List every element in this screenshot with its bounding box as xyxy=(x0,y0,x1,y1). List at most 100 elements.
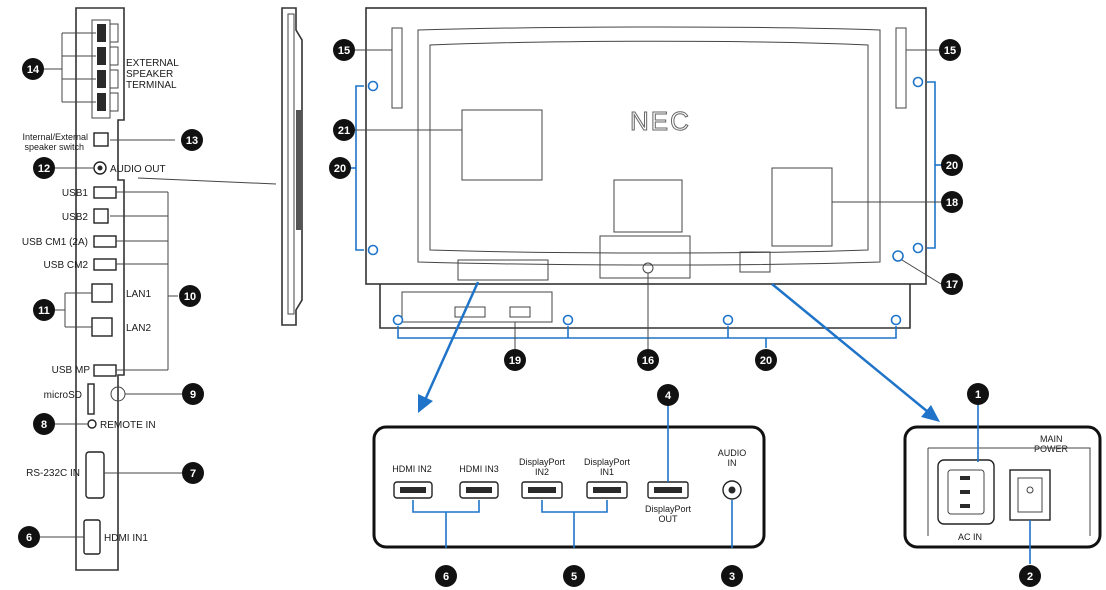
svg-text:3: 3 xyxy=(729,571,735,583)
svg-text:14: 14 xyxy=(27,64,40,76)
rs232c-label: RS-232C IN xyxy=(26,468,80,479)
speaker-terminal-label-1: EXTERNAL xyxy=(126,58,179,69)
brand-logo: NEC xyxy=(630,106,691,136)
callout-8: 8 xyxy=(33,413,55,435)
lan2-label: LAN2 xyxy=(126,323,151,334)
svg-text:6: 6 xyxy=(26,532,32,544)
audio-in-label-2: IN xyxy=(728,458,737,468)
callout-6-bottom: 6 xyxy=(435,565,457,587)
callout-20-right: 20 xyxy=(941,154,963,176)
power-panel: MAIN POWER AC IN 1 2 xyxy=(903,383,1102,587)
usb-cm1-port xyxy=(93,235,117,248)
svg-text:15: 15 xyxy=(338,45,350,57)
sensor xyxy=(892,250,904,262)
callout-6-left: 6 xyxy=(18,526,40,548)
svg-text:21: 21 xyxy=(338,125,350,137)
handle-right xyxy=(895,27,907,109)
vesa-mount-area xyxy=(461,109,543,181)
callout-9: 9 xyxy=(182,383,204,405)
side-profile xyxy=(281,7,303,326)
zoom-arrows xyxy=(418,281,940,422)
usb2-label: USB2 xyxy=(62,212,89,223)
svg-text:17: 17 xyxy=(946,279,958,291)
callout-3: 3 xyxy=(721,565,743,587)
remote-in-jack xyxy=(87,419,97,429)
svg-text:15: 15 xyxy=(944,45,956,57)
callout-15-right: 15 xyxy=(939,39,961,61)
svg-text:11: 11 xyxy=(38,305,50,317)
rs232c-port xyxy=(85,451,105,499)
usb-mp-label: USB MP xyxy=(52,365,91,376)
usb-cm2-label: USB CM2 xyxy=(44,260,89,271)
svg-text:7: 7 xyxy=(190,468,196,480)
audio-in-label-1: AUDIO xyxy=(718,448,747,458)
rear-view: NEC 15 15 21 20 20 18 xyxy=(329,7,963,371)
hdmi-in3-label: HDMI IN3 xyxy=(459,464,499,474)
svg-text:10: 10 xyxy=(184,291,196,303)
svg-text:18: 18 xyxy=(946,197,958,209)
callout-1: 1 xyxy=(967,383,989,405)
speaker-switch-label-2: speaker switch xyxy=(24,142,84,152)
usb-cm2-port xyxy=(93,258,117,271)
callout-19: 19 xyxy=(504,349,526,371)
dp-out-label-2: OUT xyxy=(659,514,679,524)
speaker-terminal-label-3: TERMINAL xyxy=(126,80,177,91)
svg-text:12: 12 xyxy=(38,163,50,175)
dp-out-label-1: DisplayPort xyxy=(645,504,692,514)
callout-17: 17 xyxy=(941,273,963,295)
lan2-port xyxy=(91,317,113,337)
svg-text:8: 8 xyxy=(41,419,47,431)
callout-4: 4 xyxy=(657,384,679,406)
svg-text:2: 2 xyxy=(1027,571,1033,583)
dp-in2-label-1: DisplayPort xyxy=(519,457,566,467)
hdmi-in1-port xyxy=(83,519,101,555)
hdmi-in1-label: HDMI IN1 xyxy=(104,533,148,544)
svg-text:6: 6 xyxy=(443,571,449,583)
callout-10: 10 xyxy=(179,285,201,307)
svg-text:16: 16 xyxy=(642,355,654,367)
dp-in2-label-2: IN2 xyxy=(535,467,549,477)
speaker-terminal-label-2: SPEAKER xyxy=(126,69,173,80)
callout-21: 21 xyxy=(333,119,355,141)
svg-text:9: 9 xyxy=(190,389,196,401)
dp-in1-label-1: DisplayPort xyxy=(584,457,631,467)
svg-text:20: 20 xyxy=(334,163,346,175)
audio-out-label: AUDIO OUT xyxy=(110,164,166,175)
callout-20-bottom: 20 xyxy=(755,349,777,371)
svg-text:4: 4 xyxy=(665,390,672,402)
speaker-terminal xyxy=(91,19,119,119)
svg-text:20: 20 xyxy=(760,355,772,367)
callout-11: 11 xyxy=(33,299,55,321)
usb1-label: USB1 xyxy=(62,188,89,199)
callout-7: 7 xyxy=(182,462,204,484)
callout-5: 5 xyxy=(563,565,585,587)
usb1-port xyxy=(93,186,117,199)
speaker-switch xyxy=(93,132,109,147)
callout-16: 16 xyxy=(637,349,659,371)
usb-mp-port xyxy=(93,364,117,377)
svg-text:19: 19 xyxy=(509,355,521,367)
callout-12: 12 xyxy=(33,157,55,179)
lan1-port xyxy=(91,283,113,303)
callout-14: 14 xyxy=(22,58,44,80)
callout-18: 18 xyxy=(941,191,963,213)
svg-text:1: 1 xyxy=(975,389,981,401)
svg-text:13: 13 xyxy=(186,135,198,147)
bottom-input-panel: HDMI IN2 HDMI IN3 DisplayPort IN2 Displa… xyxy=(372,384,766,587)
callout-2: 2 xyxy=(1019,565,1041,587)
callout-20-left: 20 xyxy=(329,157,351,179)
main-power-label-2: POWER xyxy=(1034,444,1069,454)
usb-cm1-label: USB CM1 (2A) xyxy=(22,237,88,248)
callout-13: 13 xyxy=(181,129,203,151)
remote-in-label: REMOTE IN xyxy=(100,420,156,431)
callout-15-left: 15 xyxy=(333,39,355,61)
lan1-label: LAN1 xyxy=(126,289,151,300)
speaker-switch-label-1: Internal/External xyxy=(22,132,88,142)
main-power-label-1: MAIN xyxy=(1040,434,1063,444)
ac-in-label: AC IN xyxy=(958,532,982,542)
hdmi-in2-label: HDMI IN2 xyxy=(392,464,432,474)
label-area xyxy=(771,167,833,247)
microsd-label: microSD xyxy=(44,390,82,401)
svg-text:5: 5 xyxy=(571,571,577,583)
